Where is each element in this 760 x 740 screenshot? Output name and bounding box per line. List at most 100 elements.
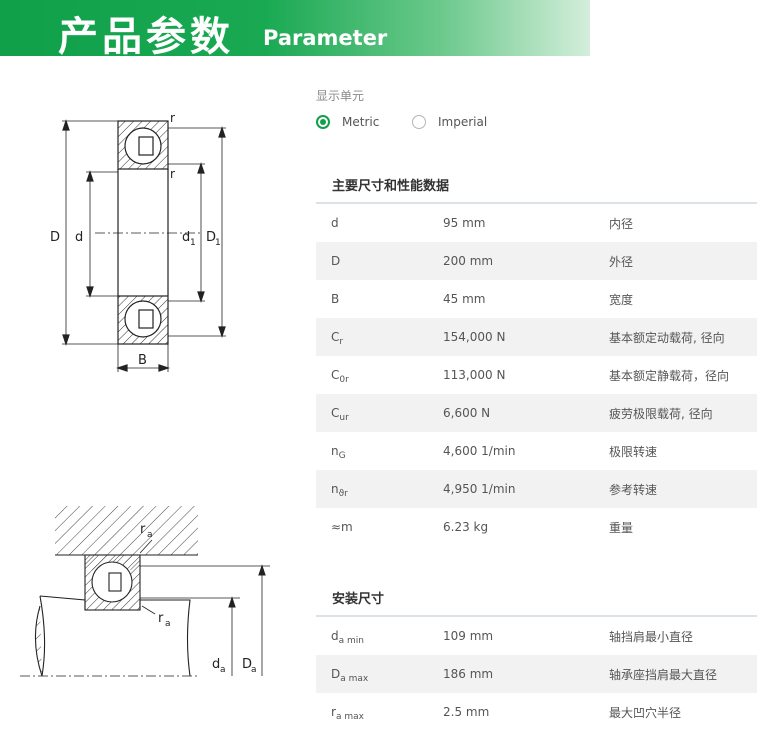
units-label: 显示单元 [316, 89, 365, 103]
param-value: 154,000 N [443, 330, 506, 344]
label-da: d [212, 657, 220, 672]
param-symbol-main: ≈m [331, 520, 353, 534]
param-value: 200 mm [443, 254, 494, 268]
radio-metric-indicator[interactable] [316, 115, 330, 129]
label-r-mid: r [170, 167, 175, 181]
param-symbol-main: r [331, 705, 336, 719]
label-ra-top-sub: a [147, 530, 153, 540]
label-d: d [75, 230, 83, 245]
param-description: 外径 [609, 254, 634, 269]
label-r-top: r [170, 111, 175, 125]
param-symbol-main: n [331, 444, 339, 458]
param-description: 极限转速 [609, 444, 658, 459]
param-value: 95 mm [443, 216, 486, 230]
banner-title-en: Parameter [263, 26, 388, 50]
param-symbol: ≈m [316, 520, 443, 534]
param-value: 186 mm [443, 667, 494, 681]
param-symbol-main: D [331, 254, 341, 268]
param-description: 基本额定动载荷, 径向 [609, 330, 725, 345]
param-symbol-main: d [331, 216, 339, 230]
param-symbol-main: d [331, 629, 339, 643]
param-description: 基本额定静载荷，径向 [609, 368, 730, 383]
radio-imperial-label[interactable]: Imperial [438, 115, 488, 129]
mounting-drawing [20, 506, 270, 677]
param-description: 轴挡肩最小直径 [609, 629, 694, 644]
header-banner: 产品参数 Parameter [0, 0, 590, 60]
param-symbol-sub: a min [338, 636, 364, 646]
param-symbol-sub: a max [335, 712, 364, 722]
param-symbol: nG [316, 444, 443, 461]
param-value: 113,000 N [443, 368, 506, 382]
param-description: 疲劳极限载荷, 径向 [609, 406, 713, 421]
table-row: d 95 mm 内径 [316, 204, 757, 242]
param-symbol-main: n [331, 482, 339, 496]
param-symbol-main: D [331, 667, 341, 681]
param-description: 最大凹穴半径 [609, 705, 682, 720]
mount-section-divider [316, 615, 757, 617]
param-value: 109 mm [443, 629, 494, 643]
param-description: 轴承座挡肩最大直径 [609, 667, 718, 682]
label-Da-sub: a [251, 665, 257, 675]
param-symbol: B [316, 292, 443, 306]
param-symbol-main: C [331, 330, 340, 344]
param-description: 内径 [609, 216, 634, 231]
label-B: B [138, 353, 147, 368]
param-value: 45 mm [443, 292, 486, 306]
label-D1: D [206, 230, 216, 245]
radio-imperial[interactable]: Imperial [412, 115, 487, 129]
param-description: 重量 [609, 520, 634, 535]
param-value: 2.5 mm [443, 705, 490, 719]
label-da-sub: a [220, 665, 226, 675]
label-d1-sub: 1 [190, 238, 196, 248]
param-symbol-sub: ϑr [338, 489, 348, 499]
param-symbol-sub: G [338, 451, 346, 461]
label-d1: d [182, 230, 190, 245]
radio-metric[interactable]: Metric [316, 115, 379, 129]
param-symbol: D [316, 254, 443, 268]
label-Da: D [242, 657, 252, 672]
label-ra-bottom: r [158, 611, 164, 626]
mount-section-title: 安装尺寸 [332, 592, 385, 607]
radio-metric-label[interactable]: Metric [342, 115, 380, 129]
param-description: 宽度 [609, 292, 634, 307]
label-ra-top: r [140, 522, 146, 537]
param-symbol-sub: 0r [339, 375, 349, 385]
param-symbol-main: B [331, 292, 340, 306]
label-ra-bottom-sub: a [165, 619, 171, 629]
table-row: D 200 mm 外径 [316, 242, 757, 280]
label-D1-sub: 1 [215, 238, 221, 248]
param-symbol: nϑr [316, 482, 443, 499]
table-row: ≈m 6.23 kg 重量 [316, 508, 757, 546]
param-symbol-main: C [331, 406, 340, 420]
param-description: 参考转速 [609, 482, 658, 497]
param-symbol-sub: ur [339, 413, 349, 423]
param-value: 4,950 1/min [443, 482, 516, 496]
param-symbol: C0r [316, 368, 443, 385]
bearing-section-drawing [62, 119, 226, 372]
param-symbol-sub: a max [340, 674, 369, 684]
param-symbol: ra max [316, 705, 443, 722]
param-symbol: d [316, 216, 443, 230]
radio-imperial-indicator[interactable] [412, 115, 426, 129]
param-symbol: Cur [316, 406, 443, 423]
param-symbol: da min [316, 629, 443, 646]
banner-title-cn: 产品参数 [58, 14, 234, 60]
param-symbol: Da max [316, 667, 443, 684]
bearing-drawing: D d d 1 D 1 B r r r a r a d a D a [20, 111, 270, 677]
label-D: D [50, 230, 60, 245]
main-section-title: 主要尺寸和性能数据 [332, 179, 450, 194]
param-symbol: Cr [316, 330, 443, 347]
param-value: 6.23 kg [443, 520, 489, 534]
main-section-divider [316, 202, 757, 204]
param-value: 6,600 N [443, 406, 491, 420]
param-symbol-main: C [331, 368, 340, 382]
